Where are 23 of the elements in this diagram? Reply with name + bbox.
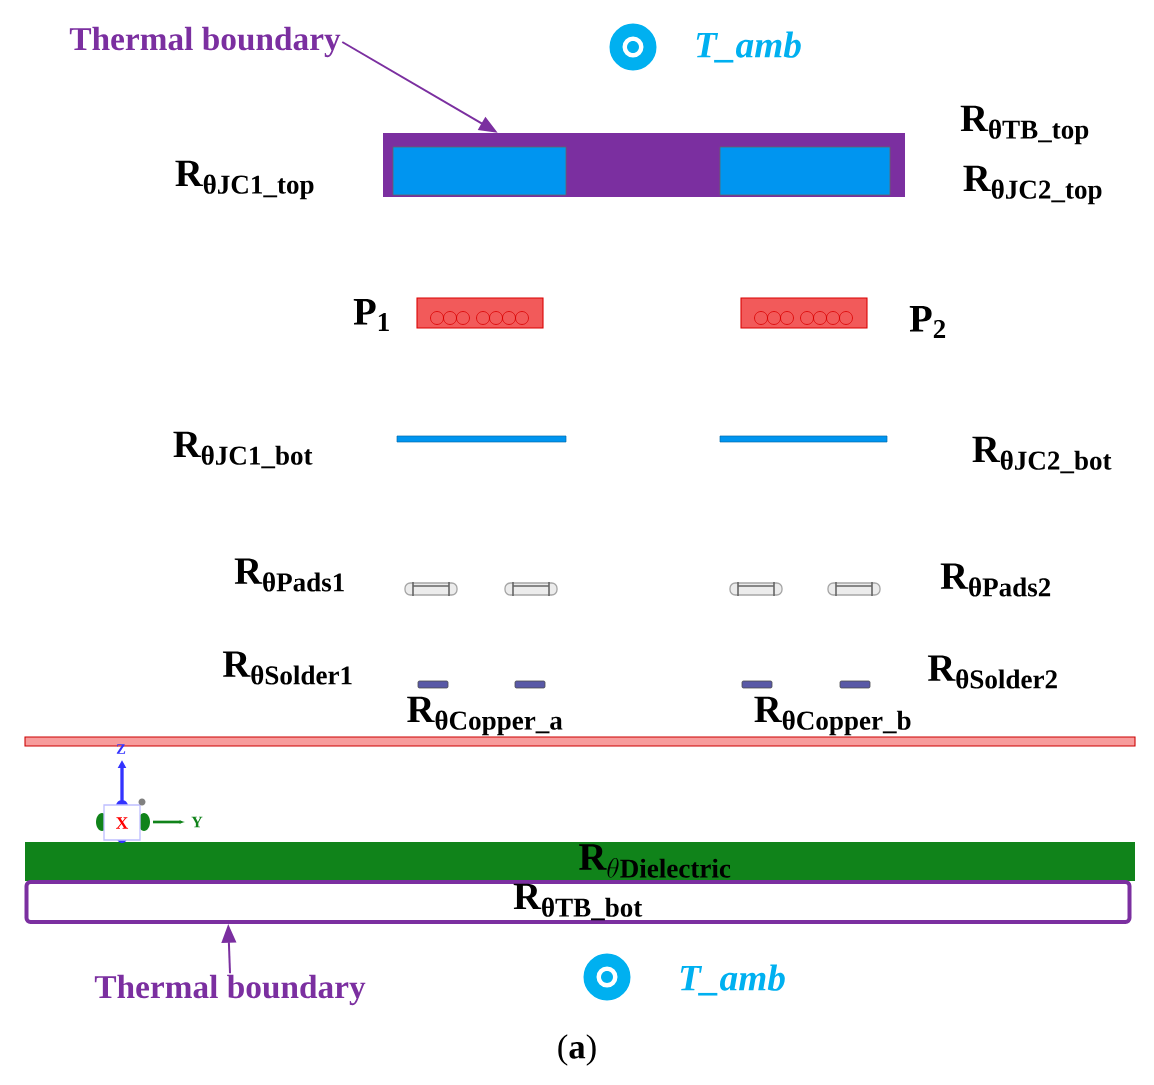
resistance-label: R$_{θSolder1}$	[222, 651, 352, 685]
resistance-label: R$_{θJC2_bot}$	[972, 436, 1112, 474]
caption: (a)	[558, 1034, 596, 1066]
thermal-boundary-bar	[383, 133, 905, 197]
resistance-label: R$_{θJC1_top}$	[175, 160, 314, 200]
ambient-temperature-label: T_amb	[696, 31, 801, 63]
boundary-label: Thermal boundary	[69, 26, 341, 58]
axis-letter: X	[116, 817, 129, 829]
axis-letter: Y	[191, 816, 203, 828]
resistance-label: R$_{θPads1}$	[234, 558, 344, 592]
resistance-label: R$_{θCopper_a}$	[407, 696, 563, 736]
resistance-label: R$_{θTB_top}$	[960, 105, 1089, 145]
resistance-label: R$_{θJC2_top}$	[963, 165, 1102, 205]
ambient-temperature-label: T_amb	[680, 964, 785, 996]
axis-letter: Z	[116, 744, 126, 754]
resistance-label: R$_{θPads2}$	[940, 563, 1051, 597]
resistance-label: R$_{θCopper_b}$	[754, 696, 911, 736]
power-label: P$_{1}$	[353, 299, 389, 331]
resistance-label: R$_{θSolder2}$	[927, 655, 1057, 689]
boundary-box: R$_{θTB_bot}$	[24, 880, 1132, 924]
boundary-label: Thermal boundary	[94, 974, 366, 1006]
power-label: P$_{2}$	[909, 306, 946, 338]
resistance-label: R$_{θJC1_bot}$	[173, 431, 313, 469]
